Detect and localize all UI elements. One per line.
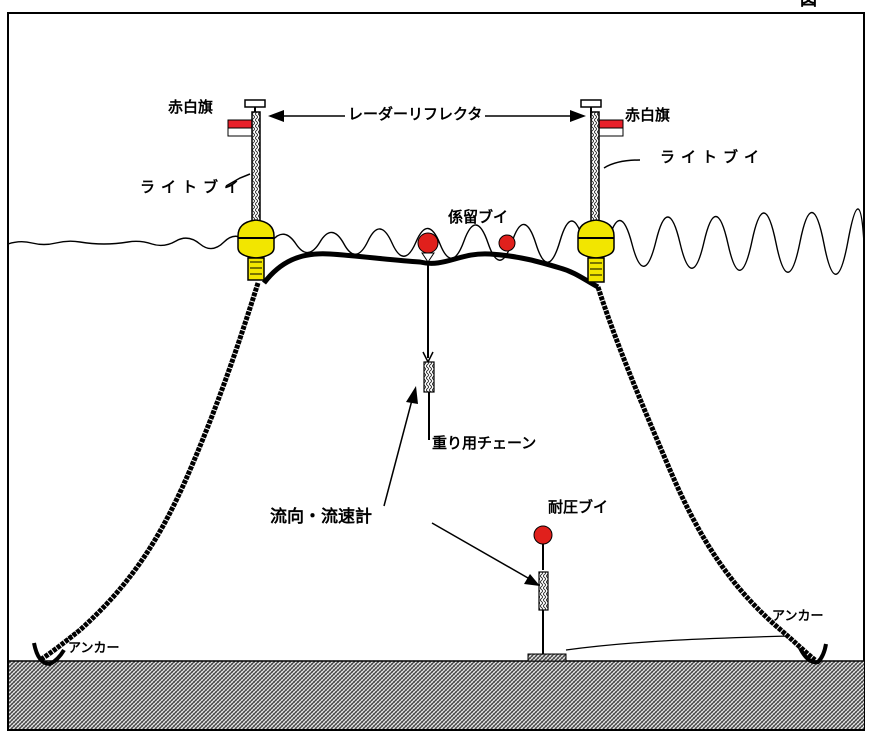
light-buoy-right-pointer	[603, 159, 641, 169]
radar-reflector-label: レーダーリフレクタ	[348, 105, 483, 123]
right-buoy-pole	[590, 111, 600, 223]
current-meter-arrows	[383, 386, 540, 586]
lower-current-meter-icon	[538, 571, 549, 611]
left-flag-icon	[227, 119, 255, 129]
right-flag-icon	[596, 119, 624, 129]
mooring-buoy-label: 係留ブイ	[448, 208, 509, 226]
mooring-float-left	[417, 232, 439, 254]
sea-surface-line	[7, 208, 865, 275]
radar-reflector-arrows	[268, 110, 586, 122]
seabed-sinker	[527, 653, 567, 662]
right-anchor-icon	[798, 643, 828, 665]
pressure-buoy-label: 耐圧ブイ	[548, 498, 609, 516]
weight-chain-label: 重り用チェーン	[432, 434, 537, 452]
light-buoy-label-right: ライトブイ	[660, 148, 766, 166]
left-buoy-pole	[251, 111, 261, 223]
frame-border	[7, 12, 865, 731]
ground-line	[565, 635, 789, 651]
seabed	[9, 661, 864, 729]
surface-connecting-line	[262, 251, 600, 290]
current-meter-label: 流向・流速計	[270, 507, 372, 527]
anchor-label-left: アンカー	[68, 641, 120, 656]
left-radar-reflector-icon	[244, 99, 266, 108]
left-mooring-chain	[38, 282, 261, 663]
corner-mark: 図	[800, 0, 817, 10]
left-anchor-icon	[32, 642, 66, 667]
left-light-buoy	[227, 99, 275, 281]
light-buoy-label-left: ライトブイ	[140, 178, 246, 196]
flag-label-left: 赤白旗	[168, 98, 214, 116]
mooring-float-right	[498, 234, 516, 252]
flag-label-right: 赤白旗	[625, 106, 671, 124]
upper-current-meter-icon	[423, 361, 435, 393]
pressure-buoy-float	[533, 525, 553, 545]
anchor-label-right: アンカー	[772, 609, 824, 624]
right-light-buoy	[577, 99, 624, 283]
right-mooring-chain	[595, 286, 817, 662]
light-buoy-left-pointer	[225, 173, 251, 187]
right-radar-reflector-icon	[580, 99, 602, 108]
